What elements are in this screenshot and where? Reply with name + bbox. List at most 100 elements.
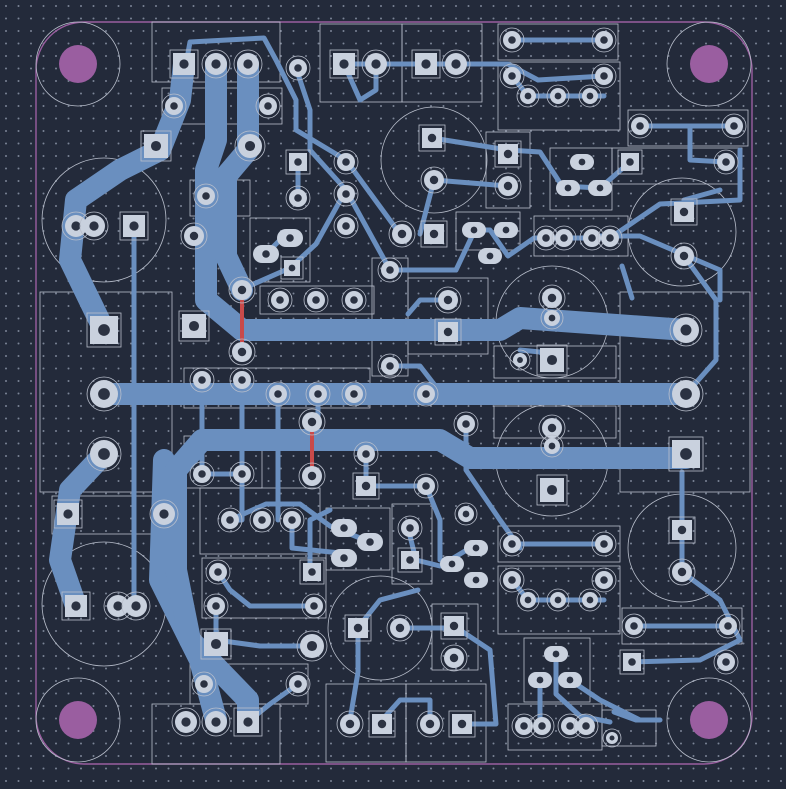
square-pad-icon <box>434 318 462 346</box>
pad-icon <box>233 49 263 79</box>
pad-icon <box>462 222 486 238</box>
square-pad-icon <box>494 140 522 168</box>
pad-icon <box>171 707 201 737</box>
pad-icon <box>336 710 364 738</box>
pad-icon <box>546 588 570 612</box>
pad-icon <box>511 713 537 739</box>
pad-icon <box>205 559 231 585</box>
pad-icon <box>588 180 612 196</box>
pad-icon <box>201 49 231 79</box>
pad-icon <box>440 556 464 572</box>
pad-icon <box>494 222 518 238</box>
pad-icon <box>253 245 279 263</box>
square-pad-icon <box>86 312 122 348</box>
pad-icon <box>420 166 448 194</box>
pad-icon <box>578 588 602 612</box>
pad-icon <box>516 84 540 108</box>
pad-icon <box>277 229 303 247</box>
square-pad-icon <box>61 591 91 621</box>
pad-icon <box>285 55 311 81</box>
pad-icon <box>377 353 403 379</box>
pad-icon <box>201 707 231 737</box>
square-pad-icon <box>619 649 645 675</box>
pad-icon <box>229 461 255 487</box>
pad-icon <box>341 381 367 407</box>
pad-icon <box>713 149 739 175</box>
pad-icon <box>538 284 566 312</box>
pad-icon <box>296 630 328 662</box>
pad-icon <box>193 183 219 209</box>
silkscreen-layer <box>39 21 751 765</box>
square-pad-icon <box>617 149 643 175</box>
pad-icon <box>464 540 488 556</box>
pad-icon <box>249 507 275 533</box>
pad-icon <box>285 671 311 697</box>
square-pad-icon <box>411 49 441 79</box>
pad-icon <box>191 671 217 697</box>
pad-icon <box>713 649 739 675</box>
square-pad-icon <box>178 310 210 342</box>
pad-icon <box>265 381 291 407</box>
pad-icon <box>388 220 416 248</box>
pad-icon <box>255 93 281 119</box>
square-pad-icon <box>53 499 83 529</box>
pad-icon <box>516 588 540 612</box>
pad-icon <box>217 507 243 533</box>
pad-icon <box>591 27 617 53</box>
pad-icon <box>333 149 359 175</box>
pad-icon <box>377 257 403 283</box>
pad-icon <box>551 225 577 251</box>
pad-icon <box>464 572 488 588</box>
pad-icon <box>602 728 622 748</box>
pad-icon <box>591 531 617 557</box>
pad-icon <box>546 84 570 108</box>
pad-icon <box>229 367 255 393</box>
pad-icon <box>228 276 256 304</box>
pad-icon <box>669 313 703 347</box>
pad-icon <box>499 27 525 53</box>
pad-icon <box>597 225 623 251</box>
pad-icon <box>203 593 229 619</box>
pad-icon <box>578 84 602 108</box>
pad-icon <box>301 593 327 619</box>
square-pad-icon <box>668 436 704 472</box>
pad-icon <box>361 49 391 79</box>
pad-icon <box>413 381 439 407</box>
square-pad-icon <box>280 256 304 280</box>
pad-icon <box>180 222 208 250</box>
pad-icon <box>538 414 566 442</box>
square-pad-icon <box>233 707 263 737</box>
square-pad-icon <box>668 516 696 544</box>
pad-icon <box>509 349 531 371</box>
pad-icon <box>668 376 704 412</box>
pad-icon <box>499 567 525 593</box>
pads-layer <box>53 27 747 748</box>
pad-icon <box>715 613 741 639</box>
mounting-hole-icon <box>666 21 752 107</box>
square-pad-icon <box>536 474 568 506</box>
pad-icon <box>357 533 383 551</box>
pad-icon <box>86 376 122 412</box>
square-pad-icon <box>285 149 311 175</box>
pad-icon <box>570 154 594 170</box>
mounting-holes <box>35 21 752 763</box>
pad-icon <box>579 225 605 251</box>
board-outline <box>35 21 753 765</box>
mounting-hole-icon <box>690 701 728 739</box>
pad-icon <box>668 558 696 586</box>
pad-icon <box>189 367 215 393</box>
mounting-hole-icon <box>35 677 121 763</box>
pad-icon <box>499 63 525 89</box>
pad-icon <box>353 441 379 467</box>
pad-icon <box>86 436 122 472</box>
pad-icon <box>228 338 256 366</box>
square-pad-icon <box>448 710 476 738</box>
pad-icon <box>591 567 617 593</box>
square-pad-icon <box>352 472 380 500</box>
mounting-hole-icon <box>666 677 752 763</box>
mounting-hole-icon <box>59 701 97 739</box>
pad-icon <box>149 499 179 529</box>
pad-icon <box>189 461 215 487</box>
pad-icon <box>478 248 502 264</box>
